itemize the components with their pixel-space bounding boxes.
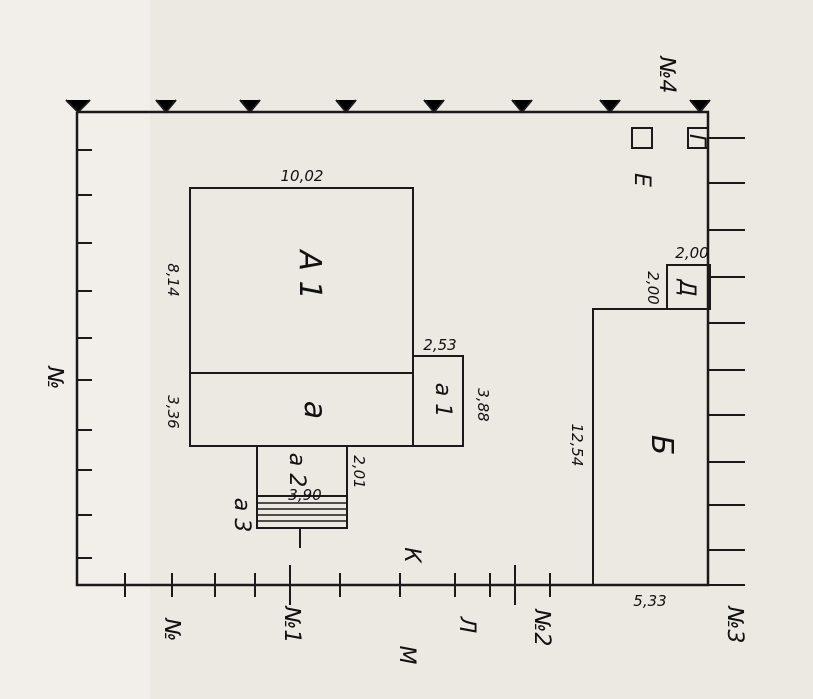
dimension-labels: 10,02 8,14 3,36 2,53 3,88 2,01 3,90 12,5…: [164, 167, 709, 610]
buildings: [189, 127, 711, 586]
point-left: №: [42, 366, 67, 390]
dim-a2-right: 2,01: [350, 455, 368, 488]
stairs-hatch: [257, 502, 347, 522]
point-3: №3: [722, 606, 747, 644]
building-b: [592, 308, 709, 586]
dim-a3-width: 3,90: [288, 486, 321, 504]
boundary-point-labels: №1 №2 №3 №4 № №: [42, 56, 747, 647]
dim-d-left: 2,00: [644, 271, 662, 304]
building-labels: А 1 а а 1 а 2 а 3 Б Д Г Е К Л М: [229, 134, 709, 665]
building-g: [687, 127, 709, 149]
label-a: а: [297, 401, 332, 419]
label-b: Б: [644, 435, 679, 456]
dim-d-top: 2,00: [675, 244, 708, 262]
label-k: К: [399, 547, 424, 564]
dim-a1-left: 8,14: [164, 263, 182, 296]
label-e: Е: [629, 173, 654, 187]
dim-b-bottom: 5,33: [633, 592, 666, 610]
dim-a-left: 3,36: [164, 395, 182, 428]
building-a1-small: [412, 355, 464, 447]
point-4: №4: [654, 56, 679, 94]
label-a1-small: а 1: [430, 383, 455, 417]
dim-a1-top: 10,02: [281, 167, 324, 185]
point-1: №1: [279, 606, 304, 644]
dim-a1small-right: 3,88: [474, 388, 492, 421]
fence-ticks: [65, 99, 745, 605]
point-2: №2: [529, 609, 554, 647]
dim-b-left: 12,54: [568, 424, 586, 467]
label-a1: А 1: [292, 248, 327, 299]
label-d: Д: [674, 278, 699, 296]
label-l: Л: [454, 616, 479, 634]
label-a3: а 3: [229, 498, 254, 532]
dim-a1small-top: 2,53: [423, 336, 456, 354]
building-d: [666, 264, 711, 310]
label-a2: а 2: [284, 453, 309, 487]
label-m: М: [394, 646, 419, 665]
label-g: Г: [684, 134, 709, 148]
building-e: [631, 127, 653, 149]
point-bottom-left: №: [159, 618, 184, 642]
building-a3: [256, 495, 348, 529]
